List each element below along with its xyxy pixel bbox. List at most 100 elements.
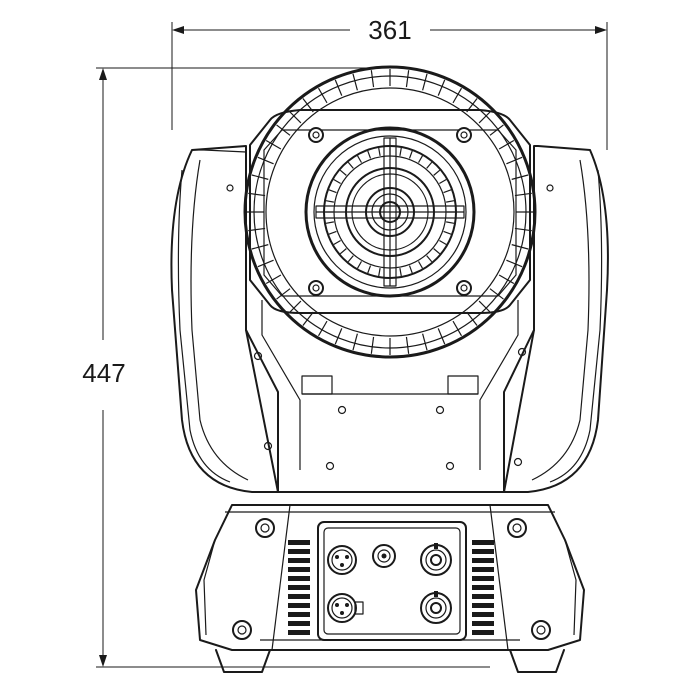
lens-tooth <box>333 178 341 185</box>
vent-slot <box>472 603 494 608</box>
ring-fin <box>511 244 529 250</box>
lens-tooth <box>378 147 381 156</box>
ring-fin <box>422 333 428 351</box>
ring-fin <box>302 311 314 326</box>
ring-fin <box>466 311 478 326</box>
height-dimension-label: 447 <box>82 358 125 388</box>
ring-fin <box>265 139 282 150</box>
lens-assembly <box>304 126 476 298</box>
lens-tooth <box>439 178 447 185</box>
vent-slot <box>288 549 310 554</box>
vent-slot <box>472 567 494 572</box>
lens-tooth <box>408 265 413 274</box>
lens-tooth <box>399 268 402 277</box>
ring-fin <box>317 87 328 104</box>
connector-panel <box>317 521 467 641</box>
lens-tooth <box>367 150 372 159</box>
ring-fin <box>422 73 428 91</box>
ring-fin <box>452 87 463 104</box>
vent-slot <box>288 576 310 581</box>
head-corner-screws <box>308 127 472 296</box>
ring-fin <box>334 328 343 345</box>
ring-fin <box>251 244 269 250</box>
vent-slot <box>472 585 494 590</box>
lens-tooth <box>408 150 413 159</box>
lens-tooth <box>433 248 441 255</box>
ring-fin <box>352 73 358 91</box>
vent-slot <box>472 540 494 545</box>
vent-slot <box>472 558 494 563</box>
lens-teeth <box>325 147 455 277</box>
lens-tooth <box>417 261 424 269</box>
yoke-right-arm <box>503 145 609 493</box>
ring-fin <box>370 70 375 88</box>
ring-fin <box>452 320 463 337</box>
ring-fin <box>317 320 328 337</box>
lens-tooth <box>333 239 341 246</box>
lens-tooth <box>328 230 337 235</box>
fuse-holder-icon <box>372 544 396 568</box>
height-dimension: 447 <box>82 67 490 668</box>
vent-slot <box>288 558 310 563</box>
width-arrow-right <box>595 26 607 34</box>
vent-slot <box>472 621 494 626</box>
width-arrow-left <box>172 26 184 34</box>
vent-slot <box>472 594 494 599</box>
lens-tooth <box>417 155 424 163</box>
ring-fin <box>251 174 269 180</box>
vent-slot <box>288 594 310 599</box>
ring-fin <box>506 156 523 165</box>
ring-fin <box>437 328 446 345</box>
height-arrow-bottom <box>99 655 107 667</box>
head-frame <box>249 109 531 314</box>
base <box>195 504 585 673</box>
ring-fin <box>370 336 375 354</box>
ring-fin <box>506 259 523 268</box>
dmx-in-connector-icon <box>327 545 357 575</box>
ring-fin <box>437 79 446 96</box>
width-dimension-label: 361 <box>368 15 411 45</box>
vent-slot <box>288 612 310 617</box>
lens-tooth <box>328 189 337 194</box>
lens-tooth <box>347 255 354 263</box>
lens-tooth <box>347 161 354 169</box>
lens-tooth <box>443 230 452 235</box>
head-body <box>245 269 535 493</box>
base-vents <box>288 540 494 635</box>
ring-fin <box>514 227 532 232</box>
ring-fin <box>498 139 515 150</box>
ring-fin <box>288 300 302 314</box>
vent-slot <box>472 576 494 581</box>
lens-tooth <box>443 189 452 194</box>
yoke-left-arm <box>170 145 279 493</box>
vent-slot <box>472 630 494 635</box>
power-out-connector-icon <box>420 591 452 624</box>
width-dimension: 361 <box>171 15 608 150</box>
ring-fin <box>257 156 274 165</box>
ring-fin <box>478 110 492 124</box>
lens-tooth <box>426 255 433 263</box>
ring-fin <box>248 227 266 232</box>
dmx-out-connector-icon <box>327 593 364 623</box>
vent-slot <box>288 567 310 572</box>
head-ring <box>243 65 537 359</box>
ring-fin <box>352 333 358 351</box>
ring-fin <box>489 288 504 300</box>
ring-fin <box>265 274 282 285</box>
lens-tooth <box>446 200 455 203</box>
vent-slot <box>288 585 310 590</box>
ring-fin <box>248 192 266 197</box>
ring-fin <box>478 300 492 314</box>
lens-tooth <box>433 169 441 176</box>
vent-slot <box>288 603 310 608</box>
lens-tooth <box>426 161 433 169</box>
lens-tooth <box>367 265 372 274</box>
ring-fin <box>257 259 274 268</box>
vent-slot <box>288 630 310 635</box>
lens-tooth <box>356 155 363 163</box>
ring-fin <box>334 79 343 96</box>
vent-slot <box>472 549 494 554</box>
lens-tooth <box>325 221 334 224</box>
vent-slot <box>472 612 494 617</box>
